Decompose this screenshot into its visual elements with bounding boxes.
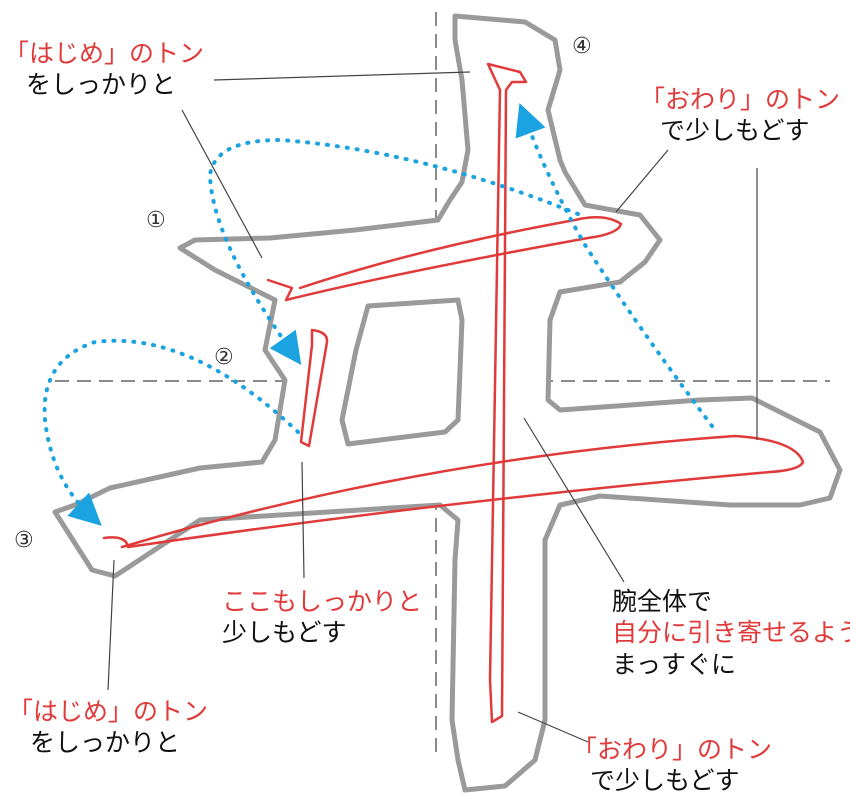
character-inner-hole xyxy=(339,297,465,447)
label-bottom-right-red: 「おわり」のトン xyxy=(572,735,773,764)
label-bottom-right-black: で少しもどす xyxy=(590,766,740,796)
stroke-number-2: ② xyxy=(214,345,234,370)
label-bottom-left: 「はじめ」のトン をしっかりと xyxy=(8,696,208,759)
stroke-1-guide xyxy=(266,216,623,302)
leader-bottom-right xyxy=(517,711,589,743)
leader-top-left xyxy=(213,71,471,81)
label-bottom-left-black: をしっかりと xyxy=(30,728,181,758)
leader-top-left-2 xyxy=(181,109,263,259)
motion-path-1-to-2 xyxy=(207,137,580,366)
label-arm-line2-red: 自分に引き寄せるよう xyxy=(612,618,850,648)
label-middle: ここもしっかりと 少しもどす xyxy=(222,586,422,649)
label-top-left: 「はじめ」のトン をしっかりと xyxy=(4,38,204,101)
label-arm: 腕全体で 自分に引き寄せるように まっすぐに xyxy=(612,586,850,680)
label-bottom-left-red: 「はじめ」のトン xyxy=(8,697,209,726)
label-top-left-red: 「はじめ」のトン xyxy=(4,39,205,68)
label-top-right-black: で少しもどす xyxy=(660,116,810,146)
leader-bottom-left xyxy=(107,559,115,691)
stroke-4-guide xyxy=(486,62,528,724)
stroke-guides xyxy=(102,62,805,724)
label-arm-line2: 自分に引き寄せるように xyxy=(612,617,850,648)
label-top-right: 「おわり」のトン で少しもどす xyxy=(640,84,840,147)
stroke-number-3: ③ xyxy=(14,528,34,553)
motion-path-2-to-3 xyxy=(42,338,300,526)
stroke-number-1: ① xyxy=(146,208,166,233)
label-top-left-black: をしっかりと xyxy=(26,70,177,100)
label-top-right-red: 「おわり」のトン xyxy=(640,85,841,114)
label-middle-black: 少しもどす xyxy=(222,618,347,648)
leader-lines xyxy=(107,71,758,743)
label-bottom-right: 「おわり」のトン で少しもどす xyxy=(572,734,772,797)
stroke-number-4: ④ xyxy=(572,34,592,59)
label-arm-line1: 腕全体で xyxy=(612,587,713,616)
stroke-3-guide xyxy=(102,434,805,549)
leader-middle xyxy=(301,461,305,579)
label-middle-red: ここもしっかりと xyxy=(222,587,423,616)
leader-arm xyxy=(523,417,625,583)
leader-top-right xyxy=(615,149,669,213)
motion-paths xyxy=(42,102,714,526)
stroke-2-guide xyxy=(299,328,329,448)
label-arm-line3: まっすぐに xyxy=(612,649,737,679)
